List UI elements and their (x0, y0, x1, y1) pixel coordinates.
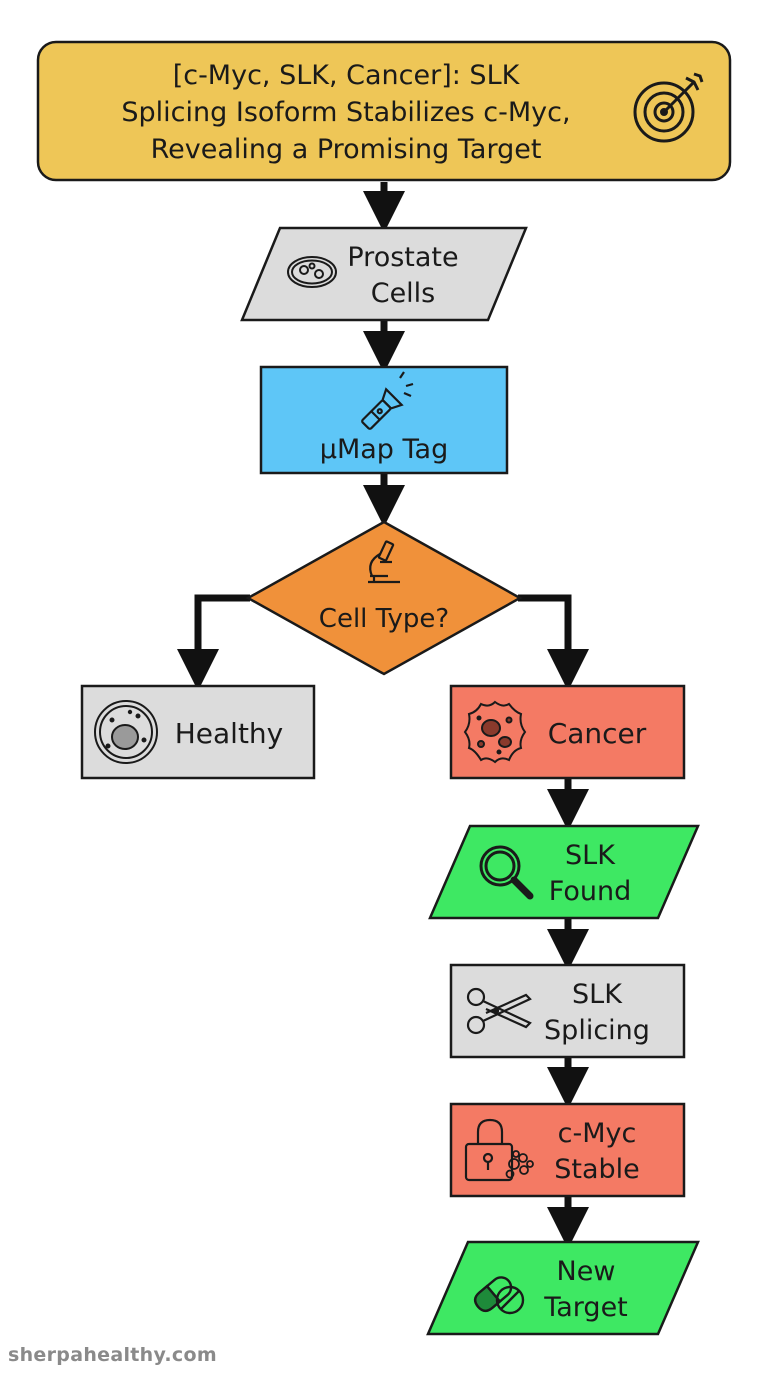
title-line-1: [c-Myc, SLK, Cancer]: SLK (173, 60, 521, 91)
node-cell-type: Cell Type? (245, 520, 523, 676)
slk-splicing-line-1: SLK (572, 979, 623, 1010)
light-rays (399, 371, 414, 398)
healthy-label: Healthy (175, 717, 284, 750)
molecule-cluster-icon (505, 1150, 534, 1179)
connectors (177, 182, 589, 1249)
healthy-cell-icon (94, 700, 158, 764)
new-target-line-1: New (557, 1256, 616, 1287)
title-line-2: Splicing Isoform Stabilizes c-Myc, (121, 97, 570, 128)
slk-found-line-1: SLK (565, 840, 616, 871)
flashlight-icon (361, 387, 404, 430)
microscope-icon (368, 540, 400, 584)
target-icon (633, 72, 704, 143)
magnifier-icon (479, 845, 534, 900)
node-cmyc-stable: c-Myc Stable (449, 1102, 686, 1198)
slk-splicing-line-2: Splicing (544, 1015, 650, 1046)
node-cancer: Cancer (449, 684, 686, 780)
prostate-cells-line-1: Prostate (347, 242, 458, 273)
new-target-line-2: Target (543, 1292, 628, 1323)
watermark: sherpahealthy.com (8, 1344, 217, 1366)
cancer-label: Cancer (548, 717, 647, 750)
cancer-cell-icon (463, 700, 527, 764)
slk-found-line-2: Found (549, 876, 631, 907)
arrow-celltype-to-healthy (177, 594, 250, 691)
petri-dish-icon (287, 256, 337, 288)
prostate-cells-line-2: Cells (371, 278, 436, 309)
cmyc-stable-line-2: Stable (554, 1154, 640, 1185)
node-slk-found: SLK Found (428, 824, 700, 920)
node-prostate-cells: Prostate Cells (240, 226, 528, 322)
pill-icon (473, 1276, 525, 1315)
cmyc-stable-line-1: c-Myc (558, 1118, 637, 1149)
node-healthy: Healthy (80, 684, 316, 780)
arrow-celltype-to-cancer (518, 594, 589, 691)
node-new-target: New Target (426, 1240, 700, 1336)
umap-tag-label: μMap Tag (320, 434, 448, 465)
title-node: [c-Myc, SLK, Cancer]: SLK Splicing Isofo… (36, 40, 732, 182)
scissors-icon (466, 987, 532, 1035)
cell-type-label: Cell Type? (319, 604, 449, 634)
lock-icon (464, 1118, 514, 1182)
node-slk-splicing: SLK Splicing (449, 963, 686, 1059)
title-line-3: Revealing a Promising Target (151, 134, 542, 165)
node-umap-tag: μMap Tag (259, 365, 509, 475)
